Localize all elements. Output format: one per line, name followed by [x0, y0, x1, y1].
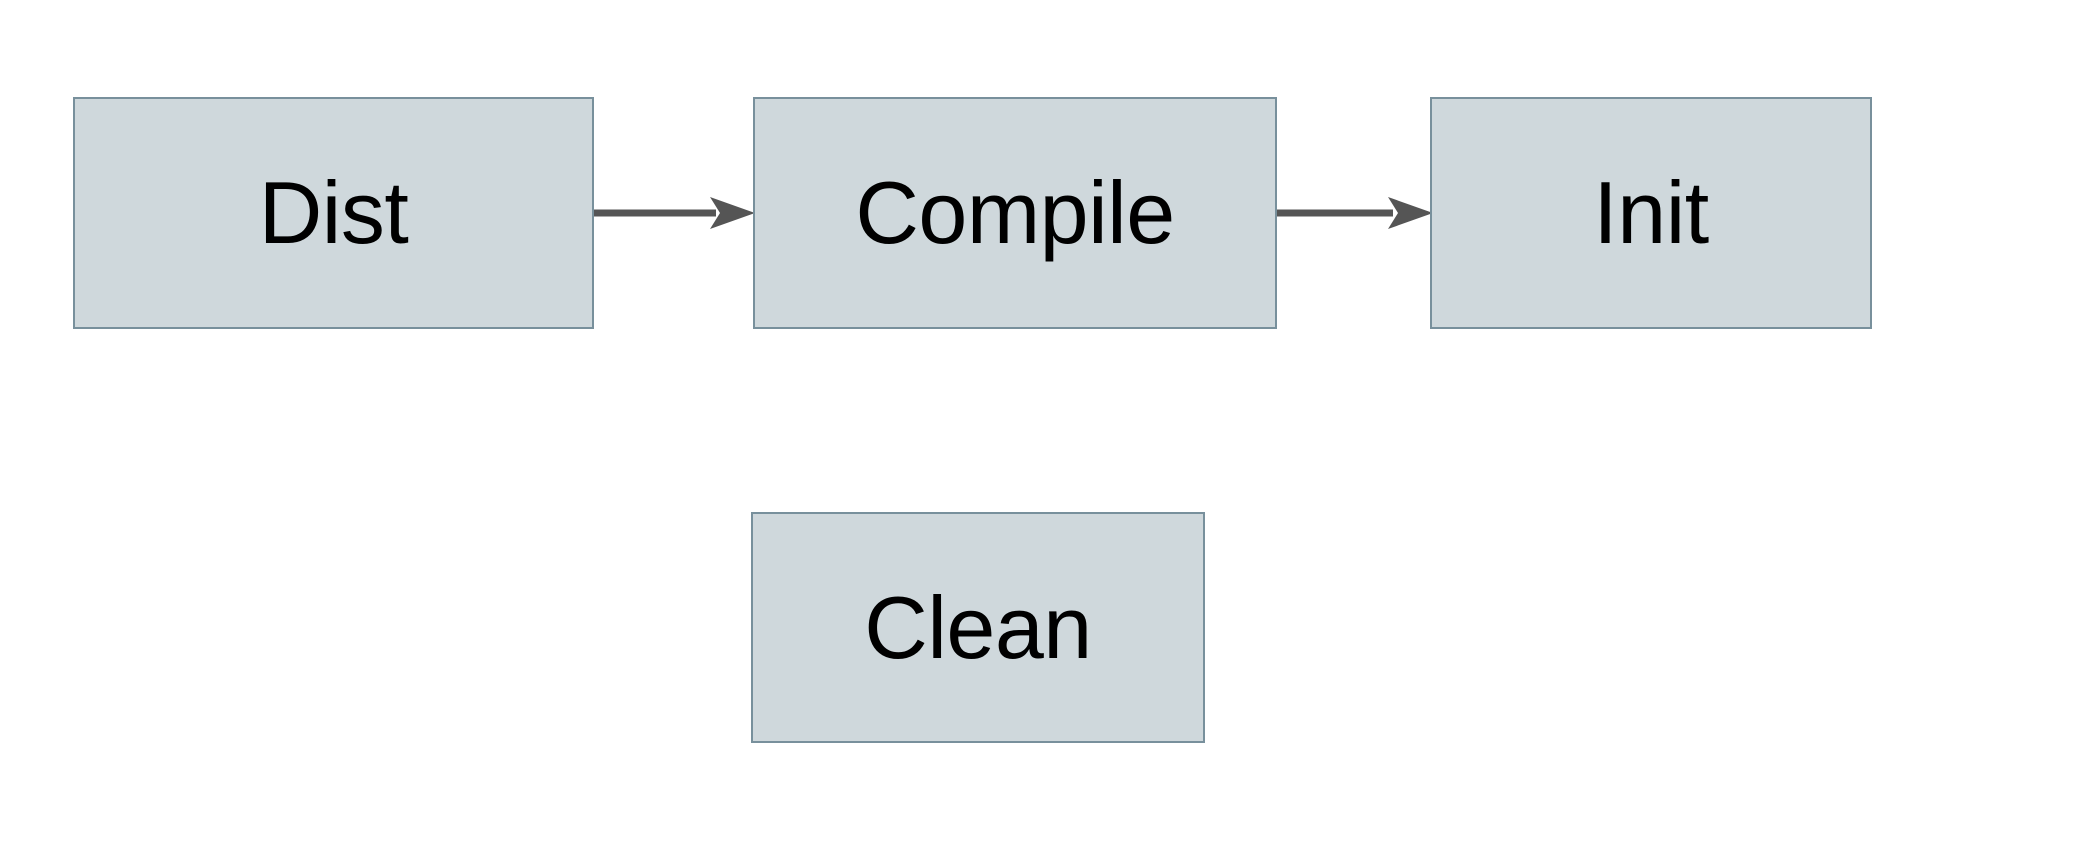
node-compile[interactable]: Compile [753, 97, 1277, 329]
node-init[interactable]: Init [1430, 97, 1872, 329]
node-dist[interactable]: Dist [73, 97, 594, 329]
node-init-label: Init [1593, 163, 1709, 262]
edge-compile-to-init [1277, 197, 1433, 229]
arrowhead-icon [1388, 197, 1433, 229]
node-dist-label: Dist [258, 163, 409, 262]
node-compile-label: Compile [855, 163, 1175, 262]
arrowhead-icon [710, 197, 755, 229]
node-clean-label: Clean [864, 577, 1092, 677]
edge-dist-to-compile [594, 197, 755, 229]
node-clean[interactable]: Clean [751, 512, 1205, 743]
